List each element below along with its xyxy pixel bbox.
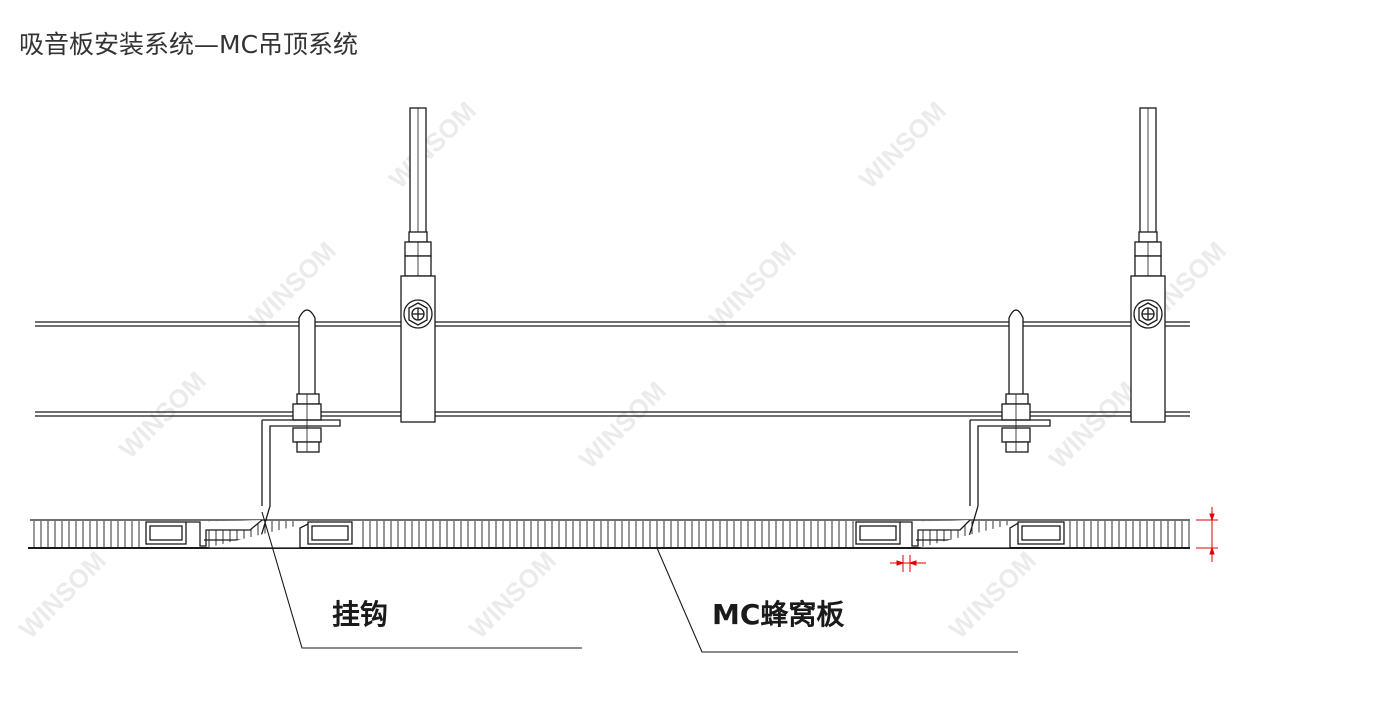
panel-joint-right [855, 505, 1065, 549]
dimension-marks [890, 507, 1218, 572]
watermark: WINSOM [853, 95, 952, 194]
panel-joint-left [145, 505, 353, 549]
hook-label: 挂钩 [332, 598, 388, 631]
watermark: WINSOM [463, 545, 562, 644]
main-channel [35, 321, 1190, 417]
hook-bracket-left [261, 309, 341, 506]
hook-bracket-right [969, 309, 1051, 506]
page-title: 吸音板安装系统—MC吊顶系统 [19, 30, 359, 59]
watermark: WINSOM [1043, 375, 1142, 474]
watermark: WINSOM [243, 235, 342, 334]
panel-label: MC蜂窝板 [712, 598, 844, 631]
watermark: WINSOM [13, 545, 112, 644]
watermark: WINSOM [113, 365, 212, 464]
hanger-rod-right [1130, 107, 1166, 423]
watermark: WINSOM [383, 95, 482, 194]
watermark: WINSOM [573, 375, 672, 474]
hanger-rod-left [400, 107, 436, 423]
watermark: WINSOM [703, 235, 802, 334]
leader-lines [261, 511, 1018, 653]
watermarks: WINSOM WINSOM WINSOM WINSOM WINSOM WINSO… [13, 95, 1232, 644]
watermark: WINSOM [943, 545, 1042, 644]
